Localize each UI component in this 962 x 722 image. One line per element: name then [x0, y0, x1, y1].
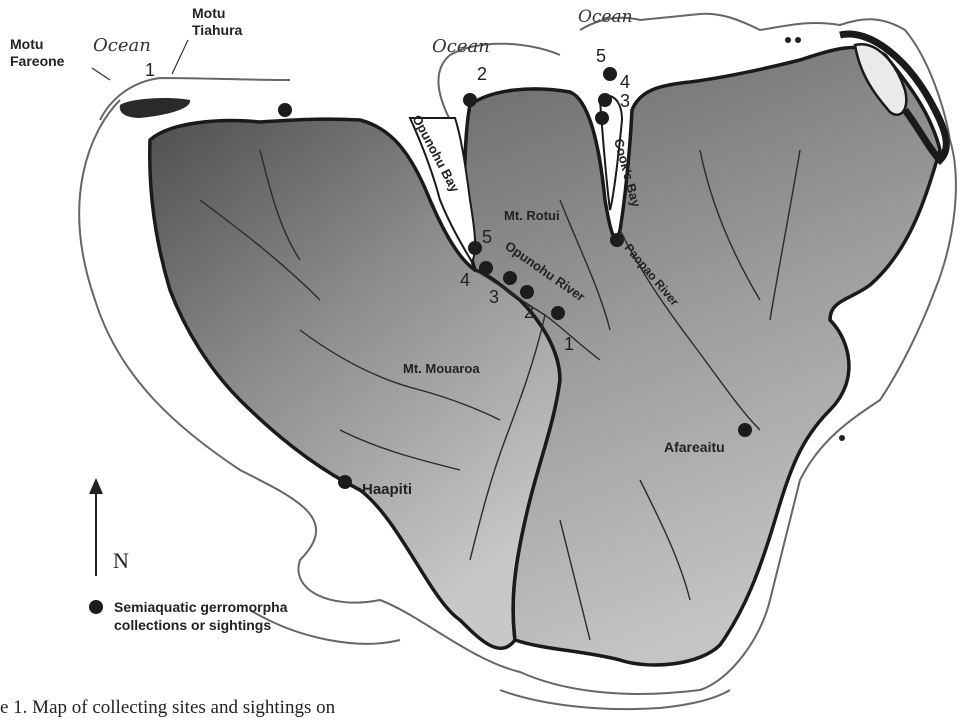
- label-mt-rotui: Mt. Rotui: [504, 208, 560, 223]
- site-number-west-2: 2: [477, 64, 487, 84]
- site-number-opunohu-2: 2: [524, 302, 534, 322]
- label-motu-tiahura-1: Motu: [192, 5, 225, 21]
- cooks-bay: [598, 94, 624, 211]
- north-arrow: [89, 478, 103, 576]
- opunohu-bay: [408, 117, 477, 265]
- label-motu-fareone-2: Fareone: [10, 53, 65, 69]
- site-dot: [503, 271, 517, 285]
- site-number-opunohu-3: 3: [489, 287, 499, 307]
- reef-outline: [78, 12, 957, 695]
- north-label: N: [113, 548, 129, 573]
- site-dot: [598, 93, 612, 107]
- ne-coast-dark: [839, 30, 950, 165]
- site-dot: [738, 423, 752, 437]
- legend-dot: [89, 600, 103, 614]
- figure-caption: e 1. Map of collecting sites and sightin…: [0, 697, 336, 718]
- collection-sites: [278, 67, 752, 489]
- site-dot: [338, 475, 352, 489]
- label-motu-tiahura-2: Tiahura: [192, 22, 243, 38]
- site-dot: [278, 103, 292, 117]
- river-network: [199, 149, 801, 641]
- site-dot: [603, 67, 617, 81]
- site-number-opunohu-4: 4: [460, 270, 470, 290]
- label-afareaitu: Afareaitu: [664, 439, 725, 455]
- label-mt-mouaroa: Mt. Mouaroa: [403, 361, 480, 376]
- legend-line-1: Semiaquatic gerromorpha: [114, 599, 288, 615]
- east-islet: [839, 435, 845, 441]
- site-number-cook-5: 5: [596, 46, 606, 66]
- ne-islet: [795, 37, 801, 43]
- site-dot: [463, 93, 477, 107]
- label-ocean-top: Ocean: [578, 7, 633, 27]
- site-dot: [520, 285, 534, 299]
- label-ocean-mid: Ocean: [432, 36, 490, 57]
- site-number-cook-3: 3: [620, 91, 630, 111]
- pointer-tiahura: [171, 39, 189, 75]
- site-number-west-1: 1: [145, 60, 155, 80]
- reef-outline-west: [99, 42, 561, 121]
- label-ocean-left: Ocean: [93, 35, 151, 56]
- site-dot: [479, 261, 493, 275]
- ne-islet: [785, 37, 791, 43]
- label-haapiti: Haapiti: [362, 481, 412, 498]
- site-number-cook-4: 4: [620, 72, 630, 92]
- site-number-opunohu-5: 5: [482, 227, 492, 247]
- legend-line-2: collections or sightings: [114, 617, 271, 633]
- site-dot: [468, 241, 482, 255]
- pointer-fareone: [91, 67, 111, 81]
- site-number-opunohu-1: 1: [564, 334, 574, 354]
- motu-islets: [119, 97, 191, 118]
- label-motu-fareone-1: Motu: [10, 36, 43, 52]
- site-dot: [610, 233, 624, 247]
- reef-outline-south: [249, 609, 731, 711]
- site-dot: [595, 111, 609, 125]
- site-dot: [551, 306, 565, 320]
